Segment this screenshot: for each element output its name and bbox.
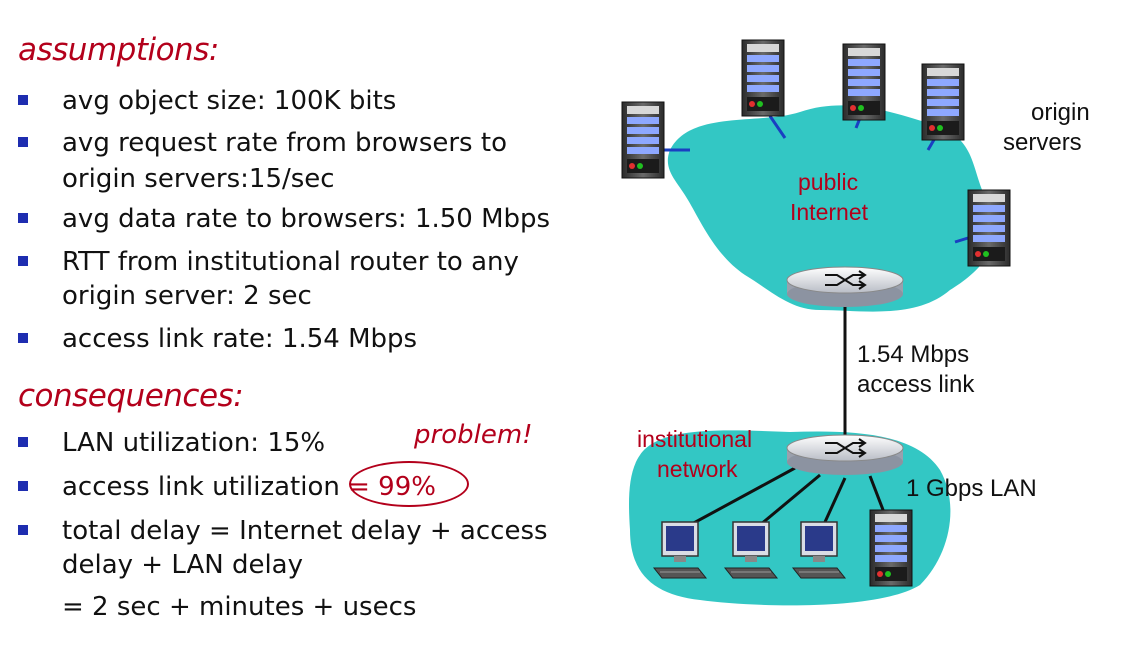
origin-server-icon <box>921 63 965 141</box>
public-internet-cloud <box>667 105 996 312</box>
consequences-heading: consequences: <box>18 378 244 414</box>
desktop-computer-icon <box>653 521 707 579</box>
bullet-icon <box>18 437 28 447</box>
bullet-icon <box>18 333 28 343</box>
bullet-icon <box>18 95 28 105</box>
internet-router-icon <box>786 266 904 308</box>
local-server-icon <box>869 509 913 587</box>
bullet-icon <box>18 256 28 266</box>
bullet-icon <box>18 481 28 491</box>
problem-callout: problem! <box>414 420 533 450</box>
lan-links <box>689 466 887 527</box>
origin-servers-label: origin servers <box>1003 99 1090 156</box>
origin-server-icon <box>967 189 1011 267</box>
origin-server-icon <box>842 43 886 121</box>
institutional-router-icon <box>786 434 904 476</box>
access-link-label: 1.54 Mbps access link <box>857 341 975 398</box>
bullet-icon <box>18 213 28 223</box>
public-internet-label: public Internet <box>790 169 868 225</box>
desktop-computer-icon <box>724 521 778 579</box>
origin-server-icon <box>741 39 785 117</box>
bullet-icon <box>18 137 28 147</box>
assumptions-heading: assumptions: <box>18 32 219 68</box>
bullet-icon <box>18 525 28 535</box>
lan-label: 1 Gbps LAN <box>906 475 1037 502</box>
desktop-computer-icon <box>792 521 846 579</box>
origin-server-icon <box>621 101 665 179</box>
highlight-circle <box>349 461 469 507</box>
institutional-network-label: institutional network <box>637 426 753 482</box>
